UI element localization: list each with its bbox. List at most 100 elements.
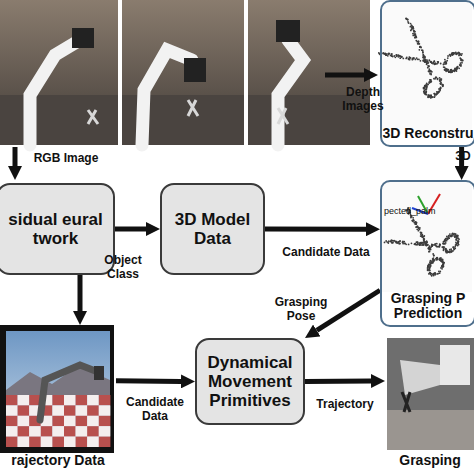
cloud-point <box>422 242 424 244</box>
cloud-point <box>450 69 452 71</box>
monitor-frame <box>0 325 114 453</box>
cloud-point <box>415 221 417 223</box>
scissors <box>278 108 288 124</box>
floor-tile <box>18 405 30 415</box>
cloud-point <box>442 243 444 245</box>
cloud-point <box>413 30 415 32</box>
cloud-point <box>417 226 419 228</box>
floor-tile <box>29 426 41 436</box>
floor-tile <box>41 437 53 447</box>
floor-tile <box>87 405 99 415</box>
cloud-point <box>438 246 440 248</box>
floor-tile <box>6 416 18 426</box>
cloud-point <box>399 242 401 244</box>
cloud-point <box>418 43 420 45</box>
cloud-point <box>422 50 424 52</box>
trajectory-photo <box>0 325 114 453</box>
cloud-point <box>433 257 435 259</box>
cloud-point <box>384 242 386 244</box>
cloud-point <box>415 226 417 228</box>
cloud-point <box>445 250 447 252</box>
cloud-point <box>445 242 447 244</box>
robot-arm <box>278 40 303 145</box>
cloud-point <box>391 242 393 244</box>
cloud-point <box>439 83 441 85</box>
cloud-point <box>430 94 432 96</box>
cloud-point <box>413 220 415 222</box>
cloud-point <box>399 240 401 242</box>
cloud-point <box>388 53 390 55</box>
cloud-point <box>392 242 394 244</box>
cloud-point <box>424 56 426 58</box>
cloud-point <box>392 242 394 244</box>
cloud-point <box>415 36 417 38</box>
node-text: Grasping <box>399 453 460 472</box>
cloud-point <box>458 54 460 56</box>
cloud-point <box>451 235 453 237</box>
cloud-point <box>417 242 419 244</box>
floor-tile <box>64 395 76 405</box>
cloud-point <box>457 234 459 236</box>
cloud-point <box>423 91 425 93</box>
edge-label: Grasping Pose <box>272 296 330 324</box>
cloud-point <box>398 243 400 245</box>
cloud-point <box>440 259 442 261</box>
cloud-point <box>395 54 397 56</box>
cloud-point <box>426 63 428 65</box>
edge-label: Trajectory <box>310 398 380 412</box>
cloud-point <box>427 61 429 63</box>
cloud-point <box>461 59 463 61</box>
cloud-point <box>460 58 462 60</box>
cloud-point <box>429 272 431 274</box>
cloud-point <box>427 65 429 67</box>
scissors <box>402 392 410 412</box>
cloud-point <box>441 84 443 86</box>
cloud-point <box>447 55 449 57</box>
cloud-point <box>427 267 429 269</box>
cloud-point <box>417 241 419 243</box>
robot-photo <box>122 0 244 145</box>
cloud-point <box>459 54 461 56</box>
cloud-point <box>451 52 453 54</box>
floor-tile <box>29 437 41 447</box>
point-cloud <box>378 18 464 99</box>
robot-arm <box>40 365 98 420</box>
cloud-point <box>395 240 397 242</box>
cloud-point <box>429 267 431 269</box>
cloud-point <box>456 53 458 55</box>
cloud-point <box>408 244 410 246</box>
cloud-point <box>447 69 449 71</box>
model-data-box: 3D Model Data <box>160 183 265 275</box>
edge-label: Candidate Data <box>120 396 190 424</box>
cloud-point <box>413 57 415 59</box>
cloud-point <box>429 82 431 84</box>
cloud-point <box>443 262 445 264</box>
cloud-point <box>443 248 445 250</box>
cloud-point <box>423 57 425 59</box>
cloud-point <box>402 240 404 242</box>
cloud-point <box>414 33 416 35</box>
edge-label: Object Class <box>98 254 148 282</box>
cloud-point <box>450 70 452 72</box>
cloud-point <box>429 263 431 265</box>
cloud-point <box>423 240 425 242</box>
cloud-point <box>448 71 450 73</box>
cloud-point <box>426 240 428 242</box>
cloud-point <box>421 235 423 237</box>
cloud-point <box>407 19 409 21</box>
cloud-point <box>384 53 386 55</box>
cloud-point <box>450 236 452 238</box>
cloud-point <box>411 242 413 244</box>
annotation-label: RGB Image <box>26 152 106 166</box>
cloud-point <box>454 233 456 235</box>
cloud-point <box>416 41 418 43</box>
cloud-point <box>459 65 461 67</box>
cloud-point <box>434 94 436 96</box>
cloud-point <box>422 54 424 56</box>
cloud-point <box>436 259 438 261</box>
cloud-point <box>414 244 416 246</box>
scissors <box>88 110 98 124</box>
cloud-point <box>451 71 453 73</box>
floor-tile <box>87 416 99 426</box>
cloud-point <box>431 245 433 247</box>
